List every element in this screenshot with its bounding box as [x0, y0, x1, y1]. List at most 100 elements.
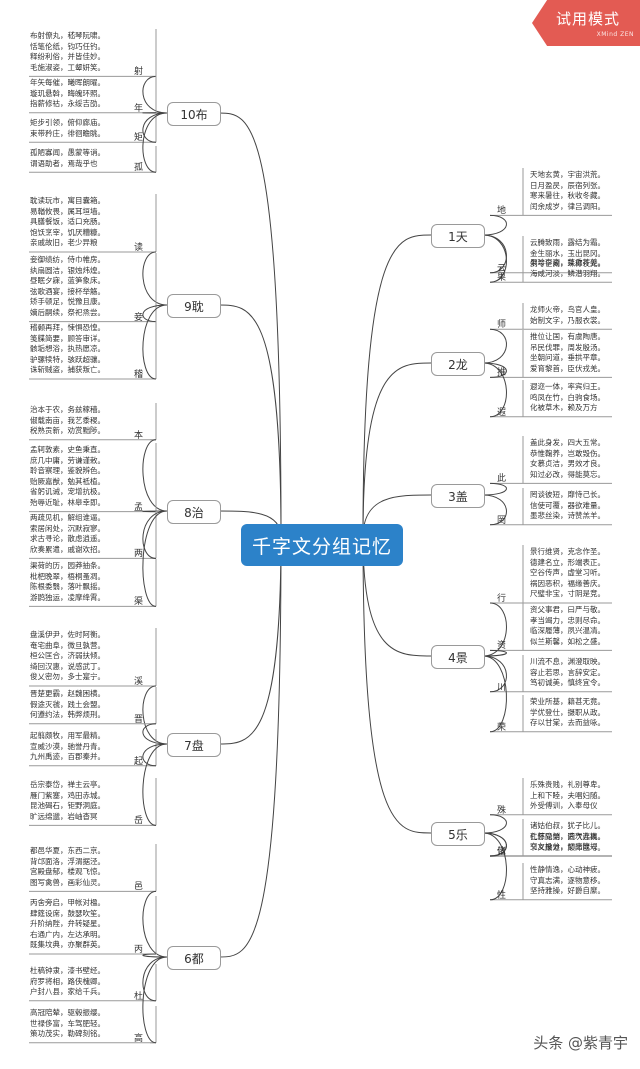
sub-topic-char[interactable]: 读 [134, 243, 144, 253]
sub-connector [142, 743, 168, 826]
verse-line: 雁门紫塞，鸡田赤城。 [30, 790, 105, 800]
verse-line: 具膳餐饭，适口充肠。 [30, 217, 105, 227]
sub-topic-char[interactable]: 溪 [134, 677, 144, 687]
verse-block: 矩步引领，俯仰廊庙。束带矜庄，徘徊瞻眺。 [30, 118, 105, 139]
verse-line: 临深履薄，夙兴温凊。 [530, 626, 605, 636]
verse-block: 年矢每催，曦晖朗曜。璇玑悬斡，晦魄环照。指薪修祜，永绥吉劭。 [30, 78, 105, 110]
verse-line: 聆音察理，鉴貌辨色。 [30, 466, 105, 476]
sub-topic-char[interactable]: 行 [497, 594, 507, 604]
branch-node[interactable]: 4景 [431, 645, 485, 669]
verse-block: 两疏见机，解组谁逼。索居闲处，沉默寂寥。求古寻论，散虑逍遥。欣奏累遣，戚谢欢招。 [30, 513, 105, 555]
verse-line: 枇杷晚翠，梧桐蚤凋。 [30, 571, 105, 581]
verse-line: 丙舍旁启，甲帐对楹。 [30, 898, 105, 907]
sub-topic-char[interactable]: 孤 [134, 163, 144, 174]
sub-topic-char[interactable]: 性 [497, 890, 507, 901]
verse-line: 宫殿盘郁，楼观飞惊。 [30, 867, 105, 877]
trial-mode-badge[interactable]: 试用模式 XMind ZEN [532, 0, 640, 46]
sub-connector [142, 956, 168, 1044]
verse-line: 省躬讥诫，宠增抗极。 [30, 487, 105, 497]
verse-line: 笃初诚美，慎终宜令。 [530, 678, 605, 688]
sub-connector [142, 251, 168, 306]
sub-topic-char[interactable]: 殊 [497, 805, 507, 816]
verse-line: 高冠陪辇，驱毂振缨。 [30, 1008, 105, 1017]
sub-connector [482, 602, 507, 657]
sub-connector [482, 655, 507, 733]
verse-line: 稽颡再拜，悚惧恐惶。 [30, 323, 105, 332]
branch-node[interactable]: 8治 [167, 500, 221, 524]
branch-node[interactable]: 2龙 [431, 352, 485, 376]
sub-topic-char[interactable]: 诸 [497, 846, 507, 857]
verse-line: 剑号巨阙，珠称夜光。 [530, 259, 605, 269]
sub-topic-char[interactable]: 邑 [134, 882, 144, 893]
sub-topic-char[interactable]: 本 [134, 430, 144, 441]
verse-line: 毛施淑姿，工颦妍笑。 [30, 62, 105, 72]
verse-block: 推位让国，有虞陶唐。吊民伐罪，周发殷汤。坐朝问道，垂拱平章。爱育黎首，臣伏戎羌。 [530, 332, 605, 374]
sub-topic-char[interactable]: 两 [134, 549, 144, 560]
sub-topic-char[interactable]: 稽 [134, 370, 144, 380]
verse-line: 日月盈昃，辰宿列张。 [530, 180, 605, 190]
sub-connector [482, 482, 507, 496]
verse-block: 渠荷的历，园莽抽条。枇杷晚翠，梧桐蚤凋。陈根委翳，落叶飘摇。游鹍独运，凌摩绛霄。 [30, 561, 105, 603]
sub-topic-char[interactable]: 地 [497, 206, 507, 217]
verse-line: 布射僚丸，嵇琴阮啸。 [30, 31, 105, 40]
sub-topic-char[interactable]: 矩 [134, 133, 144, 144]
sub-topic-char[interactable]: 遐 [497, 407, 507, 418]
verse-line: 空谷传声，虚堂习听。 [530, 568, 605, 578]
central-topic[interactable]: 千字文分组记忆 [241, 524, 403, 566]
verse-line: 肆筵设席，鼓瑟吹笙。 [30, 908, 105, 918]
verse-block: 丙舍旁启，甲帐对楹。肆筵设席，鼓瑟吹笙。升阶纳陛，弁转疑星。右通广内，左达承明。… [30, 898, 105, 951]
verse-line: 节义廉退，颠沛匪亏。 [530, 842, 605, 852]
verse-block: 资父事君，曰严与敬。孝当竭力，忠则尽命。临深履薄，夙兴温凊。似兰斯馨，如松之盛。 [530, 605, 605, 647]
verse-line: 诛斩贼盗，捕获叛亡。 [30, 365, 105, 375]
sub-topic-char[interactable]: 晋 [134, 714, 144, 725]
sub-topic-char[interactable]: 孟 [134, 502, 144, 513]
sub-topic-char[interactable]: 师 [497, 320, 507, 331]
branch-connector [362, 536, 432, 657]
verse-line: 右通广内，左达承明。 [30, 929, 105, 939]
verse-block: 起翦颇牧，用军最精。宣威沙漠，驰誉丹青。九州禹迹，百郡秦并。 [30, 731, 105, 763]
verse-line: 矫手顿足，悦豫且康。 [30, 297, 105, 307]
sub-topic-char[interactable]: 渠 [134, 597, 144, 608]
sub-connector [482, 814, 507, 834]
branch-node[interactable]: 9耽 [167, 294, 221, 318]
verse-line: 税熟贡新，劝赏黜陟。 [30, 426, 105, 436]
branch-node[interactable]: 1天 [431, 224, 485, 248]
sub-topic-char[interactable]: 年 [134, 103, 144, 114]
branch-node[interactable]: 10布 [167, 102, 221, 126]
verse-line: 殆辱近耻，林皋幸即。 [30, 497, 105, 507]
verse-line: 户封八县，家给千兵。 [30, 987, 105, 997]
sub-topic-char[interactable]: 射 [134, 67, 144, 78]
verse-line: 尺璧非宝，寸阴是竞。 [530, 589, 605, 599]
sub-topic-char[interactable]: 荣 [497, 722, 507, 733]
sub-topic-char[interactable]: 资 [497, 641, 507, 652]
sub-topic-char[interactable]: 丙 [134, 945, 144, 955]
branch-node[interactable]: 6都 [167, 946, 221, 970]
verse-line: 起翦颇牧，用军最精。 [30, 731, 105, 740]
sub-topic-char[interactable]: 川 [497, 682, 507, 693]
sub-topic-char[interactable]: 杜 [134, 991, 144, 1002]
branch-node[interactable]: 5乐 [431, 822, 485, 846]
branch-node[interactable]: 7盘 [167, 733, 221, 757]
sub-topic-char[interactable]: 此 [497, 474, 507, 485]
verse-line: 景行维贤，克念作圣。 [530, 547, 605, 556]
sub-connector [142, 743, 168, 767]
verse-line: 鸣凤在竹，白驹食场。 [530, 392, 605, 402]
sub-topic-char[interactable]: 妾 [134, 312, 144, 323]
sub-topic-char[interactable]: 岳 [134, 816, 144, 827]
verse-line: 仁慈隐恻，造次弗离。 [530, 832, 605, 841]
sub-topic-char[interactable]: 推 [497, 368, 507, 379]
verse-line: 盘溪伊尹，佐时阿衡。 [30, 630, 105, 639]
sub-topic-char[interactable]: 云 [497, 263, 507, 274]
sub-topic-char[interactable]: 罔 [497, 515, 507, 526]
sub-topic-char[interactable]: 仁 [497, 847, 507, 858]
verse-line: 谓语助者，焉哉乎也 [30, 158, 98, 168]
sub-topic-char[interactable]: 起 [134, 756, 144, 767]
verse-line: 贻厥嘉猷，勉其祗植。 [30, 476, 105, 486]
branch-node[interactable]: 3盖 [431, 484, 485, 508]
sub-connector [142, 890, 168, 958]
sub-topic-char[interactable]: 高 [134, 1033, 144, 1044]
verse-line: 杜稿钟隶，漆书壁经。 [30, 966, 105, 975]
sub-topic-char[interactable]: 果 [497, 273, 507, 284]
sub-connector [142, 75, 168, 114]
verse-line: 假途灭虢，践土会盟。 [30, 699, 105, 709]
